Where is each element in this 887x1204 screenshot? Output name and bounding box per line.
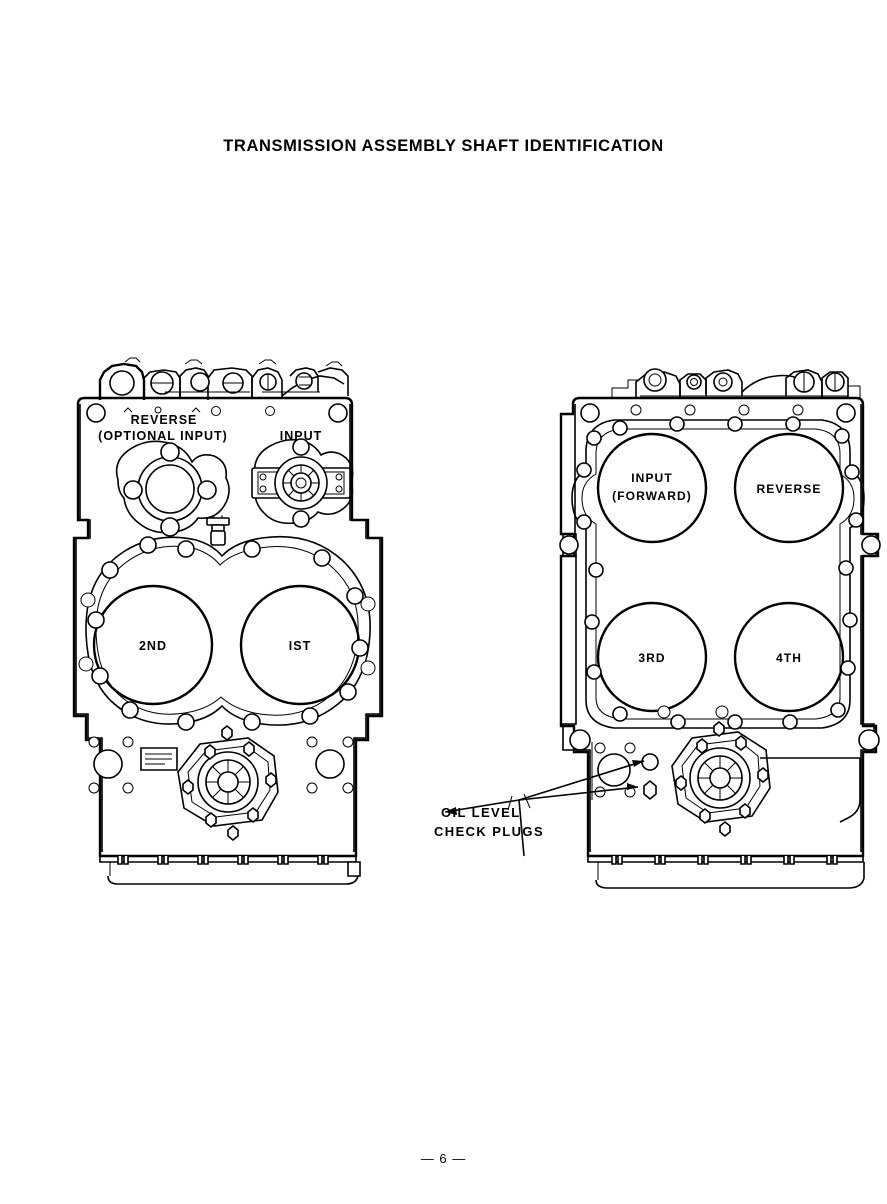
right-rear-cover-flange	[572, 417, 864, 729]
left-control-tower	[100, 358, 348, 400]
left-id-plate	[141, 748, 177, 770]
left-lower-side-holes	[89, 737, 353, 793]
oil-plug-lower	[644, 781, 656, 799]
right-view-labels: INPUT (FORWARD) REVERSE 3RD 4TH	[612, 471, 821, 665]
label-bore-3rd: 3RD	[638, 651, 665, 665]
left-breather-plug	[207, 515, 229, 545]
oil-plug-upper	[642, 754, 658, 770]
left-housing-outline	[74, 398, 382, 856]
bore-3rd	[598, 603, 706, 711]
bore-reverse	[735, 434, 843, 542]
left-main-bore-flange	[79, 537, 375, 730]
page-title: TRANSMISSION ASSEMBLY SHAFT IDENTIFICATI…	[223, 137, 664, 155]
callout-line2: CHECK PLUGS	[434, 824, 544, 839]
right-output-hub	[672, 722, 770, 836]
label-bore-reverse: REVERSE	[756, 482, 821, 496]
label-bore-4th: 4TH	[776, 651, 802, 665]
right-bottom-pan	[588, 856, 864, 888]
callout-line1: OIL LEVEL	[441, 805, 521, 820]
label-reverse-line2: (OPTIONAL INPUT)	[98, 429, 228, 443]
right-pan-bolts	[612, 856, 837, 864]
left-pan-bolts	[118, 856, 328, 864]
label-bore-1st: IST	[289, 639, 311, 653]
label-bore-2nd: 2ND	[139, 639, 167, 653]
page-number: — 6 —	[420, 1151, 467, 1166]
left-view-labels: REVERSE (OPTIONAL INPUT) INPUT 2ND IST	[98, 408, 323, 653]
bore-input-forward	[598, 434, 706, 542]
callout-oil-level-check-plugs: OIL LEVEL CHECK PLUGS	[434, 760, 644, 856]
label-input: INPUT	[280, 429, 323, 443]
left-output-hub	[178, 726, 278, 840]
label-reverse-line1: REVERSE	[131, 413, 198, 427]
left-reverse-input-flange	[117, 441, 229, 536]
left-top-bolt-holes	[87, 404, 347, 422]
label-bore-input-forward-line1: INPUT	[631, 471, 673, 485]
left-bottom-pan	[100, 856, 360, 884]
left-transmission-view: REVERSE (OPTIONAL INPUT) INPUT 2ND IST	[74, 358, 382, 884]
bore-4th	[735, 603, 843, 711]
right-control-tower	[612, 369, 860, 398]
right-mounting-ears	[560, 534, 880, 752]
bore-2nd	[94, 586, 212, 704]
right-top-bolt-holes	[581, 404, 855, 422]
left-input-yoke	[252, 439, 353, 527]
right-transmission-view: INPUT (FORWARD) REVERSE 3RD 4TH	[560, 369, 880, 888]
label-bore-input-forward-line2: (FORWARD)	[612, 489, 692, 503]
